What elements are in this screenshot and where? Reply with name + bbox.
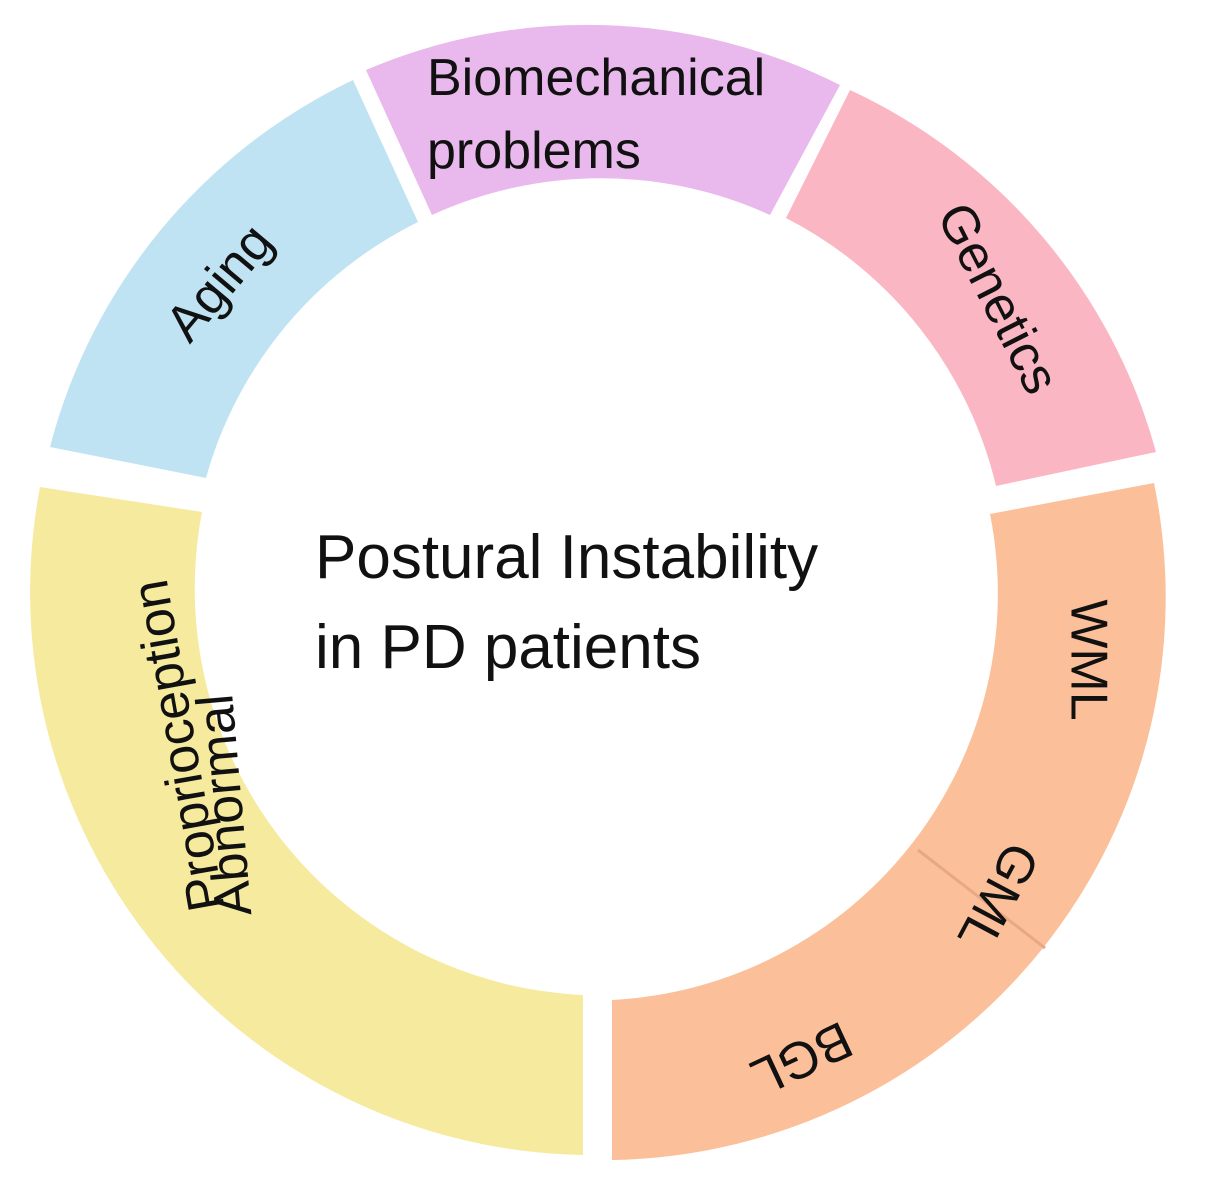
center-title-line1: Postural Instability bbox=[315, 523, 818, 592]
lesions-segment bbox=[612, 483, 1166, 1160]
wml-gml-divider bbox=[917, 848, 1046, 950]
aging-segment bbox=[50, 80, 418, 478]
genetics-segment bbox=[786, 90, 1156, 486]
biomechanical-segment bbox=[366, 24, 840, 215]
wml-label: WML bbox=[1059, 599, 1117, 720]
proprioception-segment bbox=[30, 487, 583, 1155]
biomechanical-label-line2: problems bbox=[427, 122, 641, 180]
center-title-line2: in PD patients bbox=[315, 613, 701, 682]
biomechanical-label-line1: Biomechanical bbox=[427, 49, 765, 107]
